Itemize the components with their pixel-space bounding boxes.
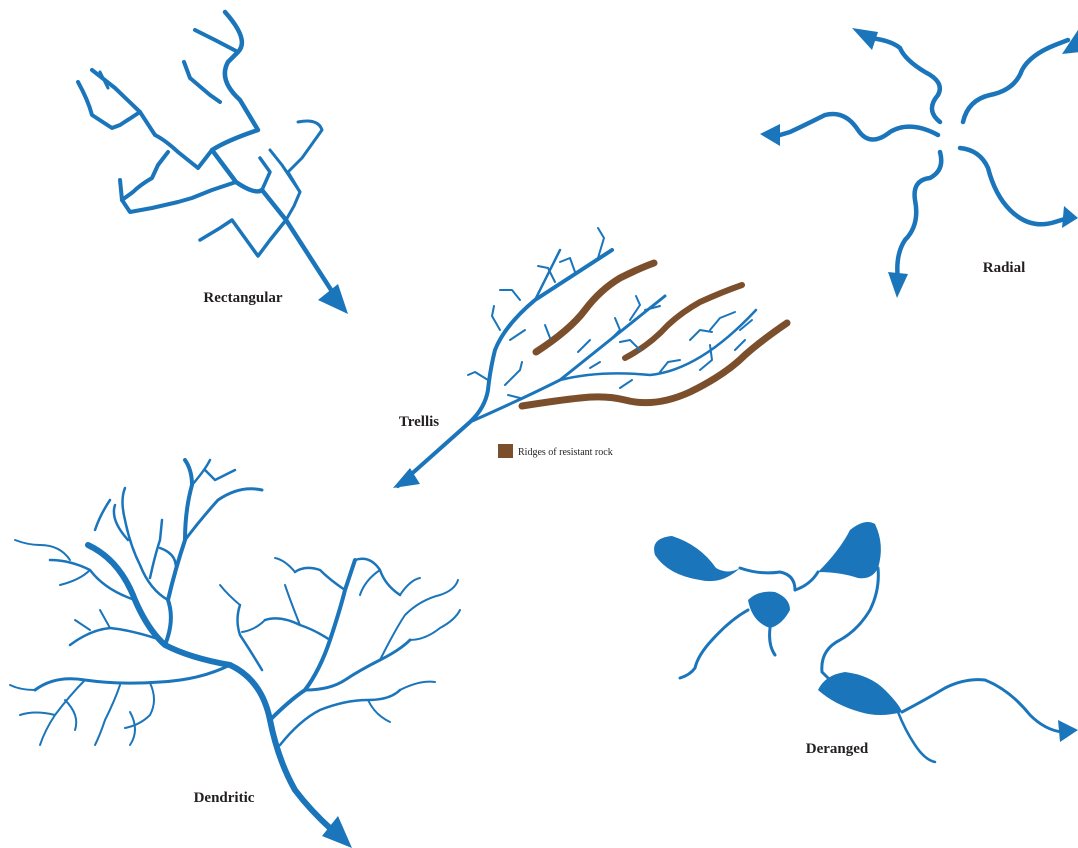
rectangular-label: Rectangular bbox=[203, 290, 282, 306]
ridge-swatch-icon bbox=[498, 444, 513, 458]
trellis-label: Trellis bbox=[399, 414, 439, 430]
arrowhead-icon bbox=[852, 28, 878, 50]
legend-ridges-label: Ridges of resistant rock bbox=[518, 447, 613, 458]
deranged-label: Deranged bbox=[806, 741, 869, 757]
dendritic-label: Dendritic bbox=[194, 790, 255, 806]
rectangular-pattern: Rectangular bbox=[78, 12, 348, 314]
dendritic-pattern: Dendritic bbox=[10, 460, 460, 848]
trellis-pattern: Trellis Ridges of resistant rock bbox=[393, 228, 787, 488]
radial-label: Radial bbox=[983, 260, 1026, 276]
arrowhead-icon bbox=[1058, 720, 1078, 742]
arrowhead-icon bbox=[1062, 206, 1078, 228]
deranged-pattern: Deranged bbox=[654, 522, 1078, 762]
arrowhead-icon bbox=[888, 272, 908, 298]
arrowhead-icon bbox=[318, 284, 348, 314]
radial-pattern: Radial bbox=[760, 28, 1078, 298]
arrowhead-icon bbox=[760, 124, 780, 146]
